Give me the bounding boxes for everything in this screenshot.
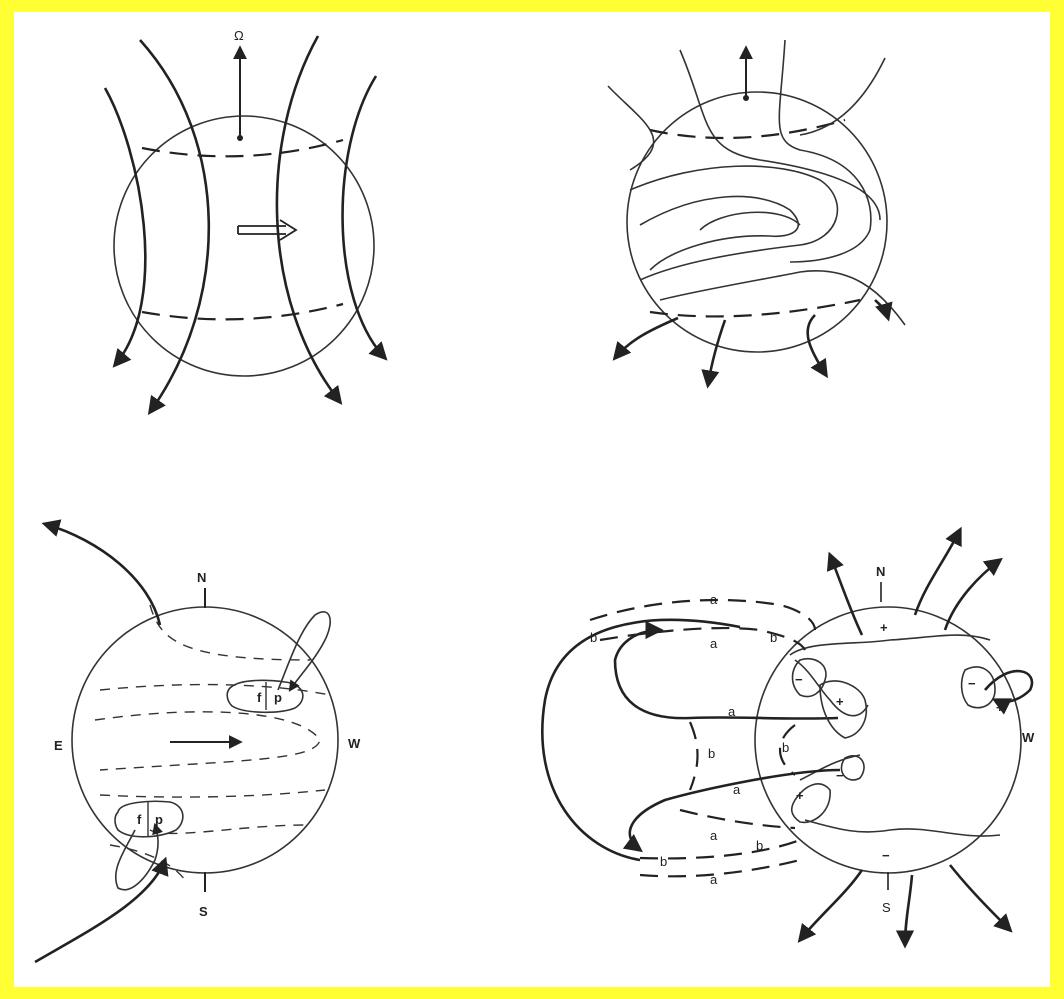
label-a: a xyxy=(710,872,718,887)
south-label: S xyxy=(882,900,891,915)
north-label: N xyxy=(876,564,885,579)
label-a: a xyxy=(710,636,718,651)
east-label: E xyxy=(54,738,63,753)
plus-sign: + xyxy=(796,788,804,803)
north-label: N xyxy=(197,570,206,585)
upper-latitude-line xyxy=(142,140,343,156)
pole-dot xyxy=(743,95,749,101)
magnetic-regions xyxy=(792,659,995,823)
label-b: b xyxy=(708,746,715,761)
panel-b-sheared-field xyxy=(608,40,905,385)
label-a: a xyxy=(710,828,718,843)
south-label: S xyxy=(199,904,208,919)
label-a: a xyxy=(710,592,718,607)
open-field-line-north xyxy=(45,524,160,625)
coronal-outline xyxy=(790,635,1000,836)
lower-latitude-line xyxy=(650,300,860,316)
label-b: b xyxy=(770,630,777,645)
omega-label: Ω xyxy=(234,28,244,43)
plus-sign: + xyxy=(836,694,844,709)
dashed-field-lines xyxy=(590,600,815,876)
drift-arrow xyxy=(238,220,296,240)
label-b: b xyxy=(660,854,667,869)
lower-latitude-line xyxy=(142,304,343,319)
spot-label-f: f xyxy=(137,812,142,827)
label-b: b xyxy=(590,630,597,645)
spot-label-p: p xyxy=(155,812,163,827)
pole-dot xyxy=(237,135,243,141)
upper-latitude-line xyxy=(650,120,845,138)
label-b: b xyxy=(756,838,763,853)
minus-sign: − xyxy=(882,848,890,863)
panel-a-dipole-field: Ω xyxy=(105,28,385,412)
sun-disk xyxy=(72,607,338,873)
plus-sign: + xyxy=(880,620,888,635)
upper-sunspot-group: f p xyxy=(227,612,330,712)
west-label: W xyxy=(1022,730,1035,745)
minus-sign: − xyxy=(836,768,844,783)
field-lines xyxy=(105,36,385,412)
spot-label-f: f xyxy=(257,690,262,705)
spot-label-p: p xyxy=(274,690,282,705)
west-label: W xyxy=(348,736,361,751)
label-a: a xyxy=(728,704,736,719)
panel-d-field-reconnection: N S W xyxy=(542,530,1035,945)
plus-sign: + xyxy=(996,700,1004,715)
sun-disk xyxy=(114,116,374,376)
sun-disk xyxy=(755,607,1021,873)
open-field-lines xyxy=(800,530,1010,945)
minus-sign: − xyxy=(968,676,976,691)
minus-sign: − xyxy=(795,672,803,687)
label-a: a xyxy=(733,782,741,797)
panel-c-sunspot-pairs: N S E W f p f p xyxy=(35,524,361,962)
label-b: b xyxy=(782,740,789,755)
